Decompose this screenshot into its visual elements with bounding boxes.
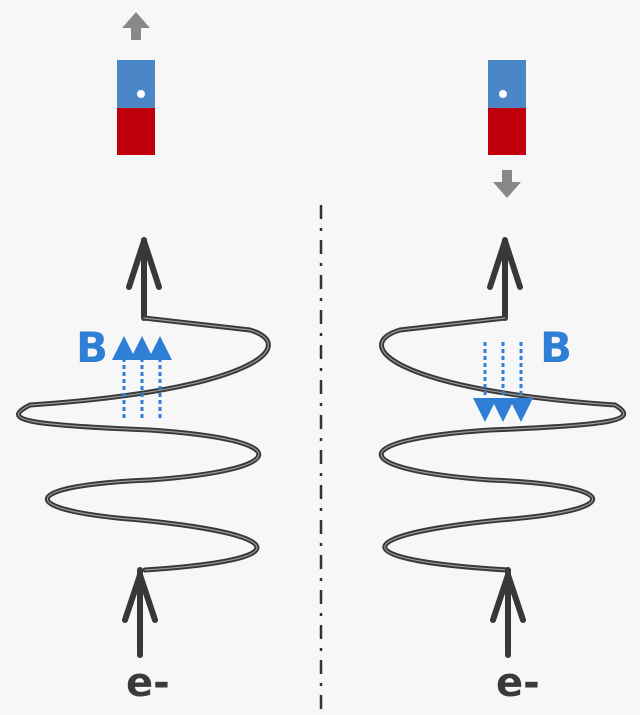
left-current-arrow-top <box>126 237 162 321</box>
magnet-dot <box>137 90 145 98</box>
magnet-dot <box>499 90 507 98</box>
arrow-up-icon <box>122 12 150 40</box>
magnet-north-pole <box>117 60 155 108</box>
right-field-lines <box>473 342 533 422</box>
field-label-right: B <box>540 323 572 372</box>
left-bar-magnet <box>117 60 155 155</box>
right-coil <box>378 315 627 573</box>
left-coil <box>16 315 271 573</box>
magnet-south-pole <box>117 108 155 155</box>
arrow-down-icon <box>493 170 521 198</box>
electron-label-right: e- <box>496 660 540 706</box>
right-current-arrow-top <box>487 237 523 321</box>
left-current-arrow-bottom <box>122 567 158 658</box>
field-label-left: B <box>76 323 108 372</box>
magnet-north-pole <box>488 60 526 108</box>
left-field-lines <box>112 336 172 418</box>
right-current-arrow-bottom <box>490 567 526 658</box>
electron-label-left: e- <box>126 660 170 706</box>
magnet-south-pole <box>488 108 526 155</box>
right-bar-magnet <box>488 60 526 155</box>
